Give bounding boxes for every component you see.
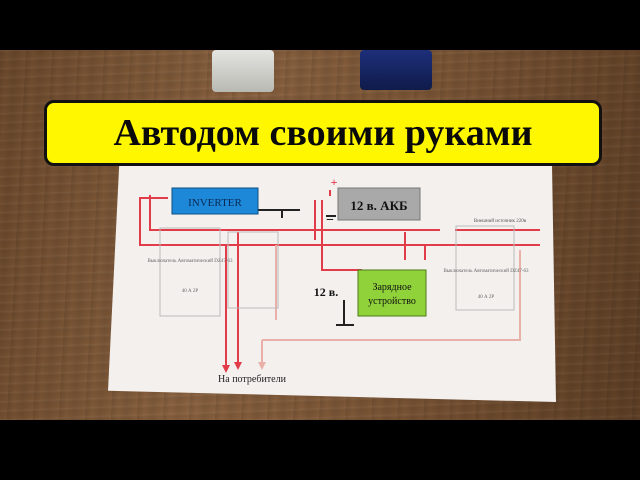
charger-voltage: 12 в.	[314, 285, 338, 299]
plus-sign: +	[331, 175, 338, 189]
left-breaker-rating: 40 А 2Р	[182, 289, 199, 294]
charger-box	[357, 269, 427, 317]
consumers-label: На потребители	[218, 374, 287, 385]
charger-label-2: устройство	[368, 296, 416, 307]
left-breaker-label: Выключатель Автоматический DZ47-63	[147, 259, 233, 264]
banner-title: Автодом своими руками	[113, 112, 533, 154]
top-letterbox	[0, 0, 640, 50]
white-device	[212, 50, 274, 92]
right-breaker-box	[455, 225, 515, 311]
title-banner: Автодом своими руками	[44, 100, 602, 166]
right-breaker-rating: 40 А 2Р	[478, 295, 495, 300]
inverter-label: INVERTER	[188, 197, 242, 209]
middle-breaker-box	[227, 231, 279, 309]
left-breaker-box	[159, 227, 221, 317]
inverter-box	[171, 187, 259, 215]
bottom-letterbox	[0, 420, 640, 480]
schematic-paper	[108, 120, 556, 402]
battery-box	[337, 187, 421, 221]
pink-arrow	[258, 362, 266, 370]
minus-sign: −	[326, 213, 334, 228]
red-wires	[139, 190, 540, 365]
right-breaker-label: Выключатель Автоматический DZ47-63	[443, 269, 529, 274]
down-arrows	[222, 362, 242, 373]
blue-device	[360, 50, 432, 90]
charger-label-1: Зарядное	[372, 282, 412, 293]
battery-label: 12 в. АКБ	[350, 198, 407, 213]
external-source-label: Внешний источник 220в	[474, 219, 527, 224]
ground-wires	[258, 209, 354, 326]
